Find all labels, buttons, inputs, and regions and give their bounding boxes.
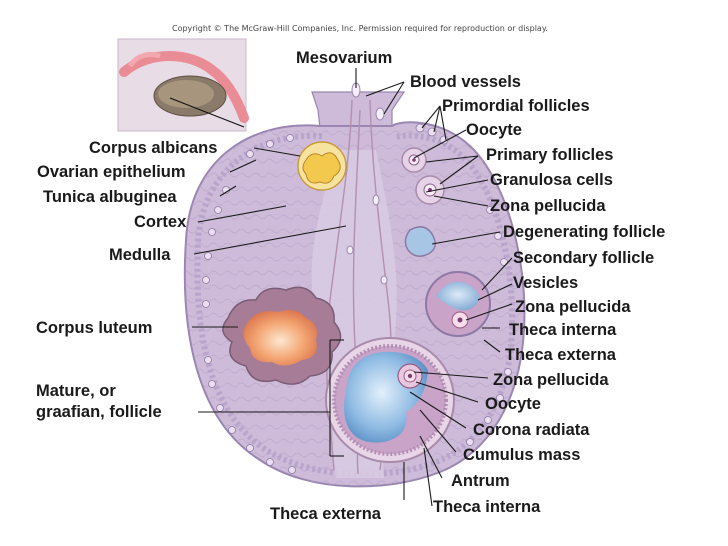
copyright-notice: Copyright © The McGraw-Hill Companies, I… xyxy=(172,24,548,33)
degenerating-follicle xyxy=(404,226,436,257)
label-secondary-follicle: Secondary follicle xyxy=(513,249,655,267)
label-ovarian-epithelium: Ovarian epithelium xyxy=(37,163,186,181)
corpus-luteum xyxy=(222,286,342,385)
label-zona-pellucida-1: Zona pellucida xyxy=(490,197,606,215)
label-vesicles: Vesicles xyxy=(513,274,579,292)
label-cumulus-mass: Cumulus mass xyxy=(463,446,581,464)
label-corona-radiata: Corona radiata xyxy=(473,421,590,439)
label-mature-line2: graafian, follicle xyxy=(36,403,162,421)
label-theca-externa-1: Theca externa xyxy=(505,346,616,364)
label-theca-interna-1: Theca interna xyxy=(509,321,617,339)
label-zona-pellucida-2: Zona pellucida xyxy=(515,298,631,316)
inset-image xyxy=(117,38,249,132)
label-primordial-follicles: Primordial follicles xyxy=(442,97,590,115)
label-medulla: Medulla xyxy=(109,246,171,264)
label-theca-interna-2: Theca interna xyxy=(433,498,541,516)
label-corpus-albicans: Corpus albicans xyxy=(89,139,218,157)
leader-lines xyxy=(192,68,513,507)
label-granulosa-cells: Granulosa cells xyxy=(490,171,613,189)
label-tunica-albuginea: Tunica albuginea xyxy=(43,188,177,206)
label-mature-line1: Mature, or xyxy=(36,382,116,400)
label-cortex: Cortex xyxy=(134,213,187,231)
label-oocyte-2: Oocyte xyxy=(485,395,541,413)
label-corpus-luteum: Corpus luteum xyxy=(36,319,153,337)
graafian-follicle xyxy=(325,337,455,463)
label-oocyte-1: Oocyte xyxy=(466,121,522,139)
label-theca-externa-2: Theca externa xyxy=(270,505,381,523)
primary-follicles xyxy=(401,147,445,205)
secondary-follicle xyxy=(425,271,491,337)
label-primary-follicles: Primary follicles xyxy=(486,146,614,164)
primordial-follicles xyxy=(202,123,512,474)
label-mesovarium: Mesovarium xyxy=(296,49,393,67)
label-blood-vessels: Blood vessels xyxy=(410,73,521,91)
label-antrum: Antrum xyxy=(451,472,510,490)
label-zona-pellucida-3: Zona pellucida xyxy=(493,371,609,389)
mesovarium-stalk xyxy=(311,91,406,129)
label-degenerating-follicle: Degenerating follicle xyxy=(503,223,666,241)
corpus-albicans xyxy=(297,141,347,191)
ovarian-epithelium xyxy=(194,132,516,478)
